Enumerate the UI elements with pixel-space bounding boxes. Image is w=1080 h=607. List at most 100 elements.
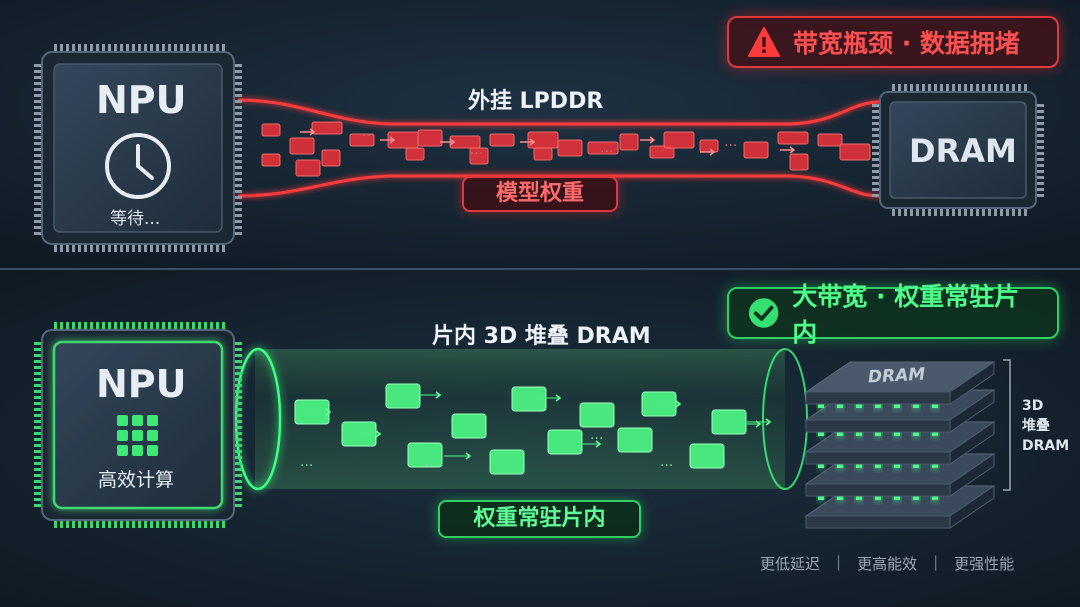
dram-layer-side bbox=[949, 361, 995, 405]
chip-pin bbox=[114, 44, 117, 52]
lpddr-title: 外挂 LPDDR bbox=[468, 89, 604, 114]
chip-pin bbox=[60, 244, 63, 252]
chip-pin bbox=[1036, 128, 1044, 131]
dram-layer-side bbox=[949, 389, 995, 433]
chip-pin bbox=[144, 520, 147, 528]
chip-pin bbox=[78, 322, 81, 330]
chip-pin bbox=[234, 142, 242, 145]
chip-pin bbox=[976, 208, 979, 216]
chip-pin bbox=[34, 172, 42, 175]
footer-separator: | bbox=[836, 553, 842, 571]
chip-pin bbox=[872, 122, 880, 125]
chip-pin bbox=[872, 134, 880, 137]
chip-pin bbox=[234, 190, 242, 193]
grid-dot bbox=[117, 415, 128, 426]
chip-pin bbox=[872, 164, 880, 167]
flow-dots: ··· bbox=[420, 458, 433, 474]
chip-pin bbox=[120, 244, 123, 252]
chip-pin bbox=[198, 520, 201, 528]
chip-pin bbox=[222, 322, 225, 330]
chip-pin bbox=[234, 342, 242, 345]
chip-pin bbox=[96, 520, 99, 528]
chip-pin bbox=[162, 244, 165, 252]
chip-pin bbox=[994, 84, 997, 92]
chip-pin bbox=[872, 188, 880, 191]
lpddr-channel bbox=[237, 98, 881, 198]
grid-dot bbox=[132, 430, 143, 441]
chip-pin bbox=[234, 178, 242, 181]
stack-side-label: 3D 堆叠 DRAM bbox=[1022, 396, 1069, 456]
chip-pin bbox=[234, 420, 242, 423]
chip-pin bbox=[132, 322, 135, 330]
chip-pin bbox=[234, 208, 242, 211]
chip-pin bbox=[34, 378, 42, 381]
chip-pin bbox=[1036, 110, 1044, 113]
red-packet bbox=[295, 159, 321, 177]
chip-pin bbox=[96, 244, 99, 252]
red-packet bbox=[321, 149, 341, 167]
chip-pin bbox=[204, 244, 207, 252]
chip-pin bbox=[234, 504, 242, 507]
chip-pin bbox=[234, 348, 242, 351]
grid-dot bbox=[147, 430, 158, 441]
flow-arrow-red bbox=[700, 148, 716, 156]
chip-pin bbox=[210, 44, 213, 52]
stack-bracket bbox=[1003, 359, 1011, 491]
chip-pin bbox=[946, 84, 949, 92]
chip-pin bbox=[198, 44, 201, 52]
chip-pin bbox=[174, 44, 177, 52]
chip-pin bbox=[1012, 84, 1015, 92]
chip-pin bbox=[234, 408, 242, 411]
red-packet bbox=[469, 147, 489, 165]
chip-pin bbox=[60, 322, 63, 330]
chip-pin bbox=[150, 322, 153, 330]
benefits-footer: 更低延迟 | 更高能效 | 更强性能 bbox=[760, 553, 1014, 574]
chip-pin bbox=[234, 76, 242, 79]
clock-icon bbox=[105, 133, 171, 199]
chip-pin bbox=[78, 520, 81, 528]
dram-layer-front bbox=[805, 419, 951, 433]
chip-pin bbox=[904, 208, 907, 216]
chip-pin bbox=[54, 322, 57, 330]
chip-pin bbox=[234, 100, 242, 103]
chip-pin bbox=[34, 82, 42, 85]
chip-pin bbox=[234, 372, 242, 375]
dram-layer-front bbox=[805, 483, 951, 497]
chip-pin bbox=[156, 44, 159, 52]
chip-pin bbox=[234, 220, 242, 223]
stacked-dram bbox=[804, 361, 996, 529]
chip-pin bbox=[34, 420, 42, 423]
chip-pin bbox=[910, 208, 913, 216]
chip-pin bbox=[144, 322, 147, 330]
chip-pin bbox=[234, 432, 242, 435]
flow-arrow-red bbox=[640, 136, 656, 144]
chip-pin bbox=[34, 408, 42, 411]
chip-pin bbox=[928, 208, 931, 216]
chip-pin bbox=[34, 432, 42, 435]
chip-pin bbox=[34, 372, 42, 375]
chip-pin bbox=[34, 426, 42, 429]
chip-pin bbox=[96, 322, 99, 330]
chip-pin bbox=[1036, 188, 1044, 191]
chip-pin bbox=[72, 44, 75, 52]
flow-arrow-green bbox=[555, 394, 562, 402]
chip-pin bbox=[34, 124, 42, 127]
benefit-performance: 更强性能 bbox=[954, 555, 1015, 573]
chip-pin bbox=[34, 148, 42, 151]
chip-pin bbox=[34, 100, 42, 103]
chip-pin bbox=[1024, 84, 1027, 92]
chip-pin bbox=[54, 44, 57, 52]
congestion-dots: ··· bbox=[600, 144, 613, 160]
green-packet bbox=[711, 409, 747, 435]
chip-pin bbox=[78, 44, 81, 52]
chip-pin bbox=[34, 402, 42, 405]
red-packet bbox=[261, 123, 281, 137]
chip-pin bbox=[120, 44, 123, 52]
chip-pin bbox=[174, 244, 177, 252]
chip-pin bbox=[940, 208, 943, 216]
chip-pin bbox=[198, 244, 201, 252]
chip-pin bbox=[66, 244, 69, 252]
chip-pin bbox=[1036, 164, 1044, 167]
chip-pin bbox=[872, 146, 880, 149]
chip-pin bbox=[192, 44, 195, 52]
